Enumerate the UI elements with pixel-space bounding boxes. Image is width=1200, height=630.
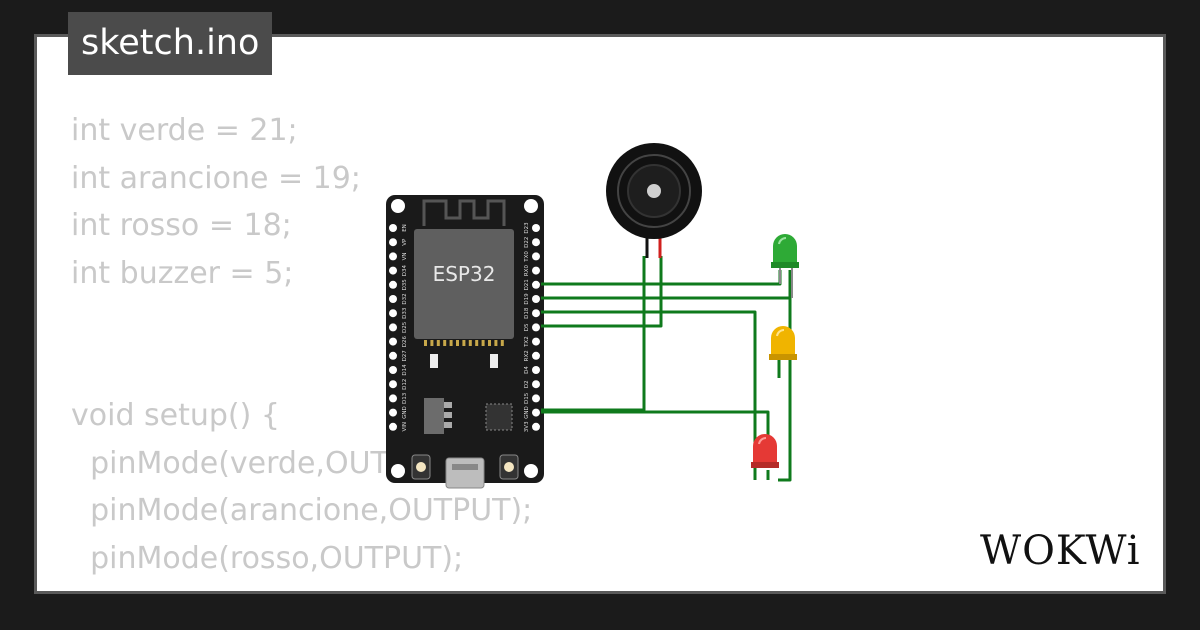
right-pin-label: RX0 bbox=[524, 265, 530, 277]
code-line: void setup() { bbox=[71, 398, 280, 433]
red-led[interactable] bbox=[751, 434, 779, 468]
module-pad bbox=[500, 340, 504, 346]
left-pin[interactable] bbox=[389, 323, 397, 332]
module-pad bbox=[424, 340, 427, 346]
left-pin-label: D26 bbox=[402, 335, 408, 347]
right-pin[interactable] bbox=[532, 252, 540, 261]
right-pin-label: TX2 bbox=[524, 336, 530, 348]
right-pin-label: D18 bbox=[524, 307, 530, 319]
left-pin[interactable] bbox=[389, 238, 397, 247]
left-pin-label: D12 bbox=[402, 379, 408, 390]
right-pin[interactable] bbox=[532, 309, 540, 318]
code-line: int buzzer = 5; bbox=[71, 255, 294, 291]
right-pin-label: TX0 bbox=[524, 251, 530, 263]
code-line: pinMode(rosso,OUTPUT); bbox=[71, 540, 464, 576]
wokwi-logo-icon: WOKWi bbox=[980, 528, 1141, 574]
right-pin[interactable] bbox=[532, 422, 540, 431]
left-pin[interactable] bbox=[389, 309, 397, 318]
module-pad bbox=[481, 340, 485, 346]
usb-port-icon bbox=[445, 457, 485, 489]
right-pin[interactable] bbox=[532, 224, 540, 232]
left-pin-label: D33 bbox=[402, 307, 408, 319]
preview-card: int verde = 21; int arancione = 19; int ro… bbox=[34, 34, 1166, 594]
right-pin-label: D21 bbox=[524, 279, 530, 290]
left-pin[interactable] bbox=[389, 252, 397, 261]
module-pad bbox=[443, 340, 447, 346]
module-pad bbox=[494, 340, 498, 346]
left-pin[interactable] bbox=[389, 408, 397, 417]
file-tab[interactable]: sketch.ino bbox=[68, 12, 273, 75]
left-pin[interactable] bbox=[389, 280, 397, 289]
left-pin[interactable] bbox=[389, 380, 397, 389]
module-pad bbox=[462, 340, 466, 346]
right-pin-label: 3V3 bbox=[524, 421, 530, 432]
green-led[interactable] bbox=[771, 234, 799, 298]
left-pin-label: D13 bbox=[402, 392, 408, 404]
right-pin[interactable] bbox=[532, 266, 540, 275]
left-pin[interactable] bbox=[389, 266, 397, 275]
right-pin-label: D5 bbox=[524, 323, 530, 331]
left-pin-label: D14 bbox=[402, 364, 408, 376]
right-pin[interactable] bbox=[532, 337, 540, 346]
yellow-led[interactable] bbox=[769, 326, 797, 360]
right-pin[interactable] bbox=[532, 351, 540, 360]
left-pin-label: D32 bbox=[402, 293, 408, 304]
code-line: int verde = 21; bbox=[71, 113, 298, 148]
right-pin-label: D22 bbox=[524, 237, 530, 248]
right-pin[interactable] bbox=[532, 380, 540, 389]
left-pin[interactable] bbox=[389, 295, 397, 303]
esp32-board[interactable]: ESP32 ENVPVND34D35D32D33D25D26D27D14D12D… bbox=[386, 195, 544, 489]
code-line: int arancione = 19; bbox=[71, 160, 361, 196]
left-pin-label: D25 bbox=[402, 321, 408, 333]
right-pin[interactable] bbox=[532, 408, 540, 417]
module-pad bbox=[456, 340, 459, 346]
chip-label: ESP32 bbox=[433, 262, 496, 286]
right-pin[interactable] bbox=[532, 280, 540, 289]
left-pin[interactable] bbox=[389, 422, 397, 431]
right-pin-label: D4 bbox=[524, 366, 530, 374]
right-pin[interactable] bbox=[532, 366, 540, 374]
code-line: int rosso = 18; bbox=[71, 208, 292, 243]
left-pin-label: GND bbox=[402, 406, 408, 419]
left-pin-label: EN bbox=[402, 224, 408, 232]
left-pin[interactable] bbox=[389, 337, 397, 346]
left-pin[interactable] bbox=[389, 366, 397, 374]
svg-text:WOKWi: WOKWi bbox=[980, 528, 1141, 574]
left-pin-label: VN bbox=[402, 252, 408, 260]
left-pin-label: D35 bbox=[402, 279, 408, 291]
code-line: pinMode(arancione,OUTPUT); bbox=[71, 493, 533, 528]
buzzer-icon[interactable] bbox=[606, 143, 702, 258]
right-pin-label: D19 bbox=[524, 293, 530, 305]
left-pin-label: D34 bbox=[402, 264, 408, 276]
right-pin-label: D23 bbox=[524, 222, 530, 234]
left-pin-label: D27 bbox=[402, 350, 408, 362]
left-pin[interactable] bbox=[389, 224, 397, 232]
left-pin-label: VIN bbox=[402, 422, 408, 432]
left-pin[interactable] bbox=[389, 394, 397, 403]
module-pad bbox=[449, 340, 453, 346]
right-pin[interactable] bbox=[532, 394, 540, 403]
left-pin-label: VP bbox=[402, 238, 408, 246]
right-pin[interactable] bbox=[532, 295, 540, 303]
esp32-module bbox=[414, 229, 514, 339]
module-pad bbox=[488, 340, 491, 346]
reset-button[interactable] bbox=[504, 462, 514, 472]
right-pin-label: D15 bbox=[524, 392, 530, 404]
left-pin[interactable] bbox=[389, 351, 397, 360]
module-pad bbox=[430, 340, 434, 346]
right-pin-label: GND bbox=[524, 406, 530, 419]
wires bbox=[541, 256, 792, 482]
boot-button[interactable] bbox=[416, 462, 426, 472]
right-pin-label: RX2 bbox=[524, 350, 530, 361]
code-editor[interactable]: int verde = 21; int arancione = 19; int ro… bbox=[71, 107, 533, 591]
module-pad bbox=[436, 340, 440, 346]
code-line: pinMode(buzzer,OUTPUT); bbox=[71, 582, 532, 591]
module-pad bbox=[475, 340, 479, 346]
right-pin-label: D2 bbox=[524, 380, 530, 388]
right-pin[interactable] bbox=[532, 238, 540, 247]
right-pin[interactable] bbox=[532, 323, 540, 332]
module-pad bbox=[468, 340, 472, 346]
